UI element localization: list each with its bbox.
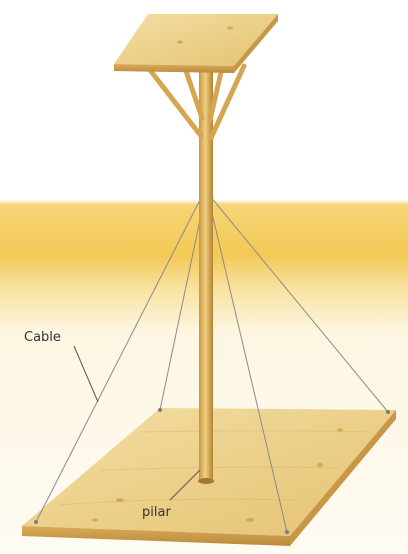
cable-label: Cable xyxy=(24,330,61,345)
pillar-label: pilar xyxy=(142,505,171,520)
wood-pillar xyxy=(198,66,214,484)
